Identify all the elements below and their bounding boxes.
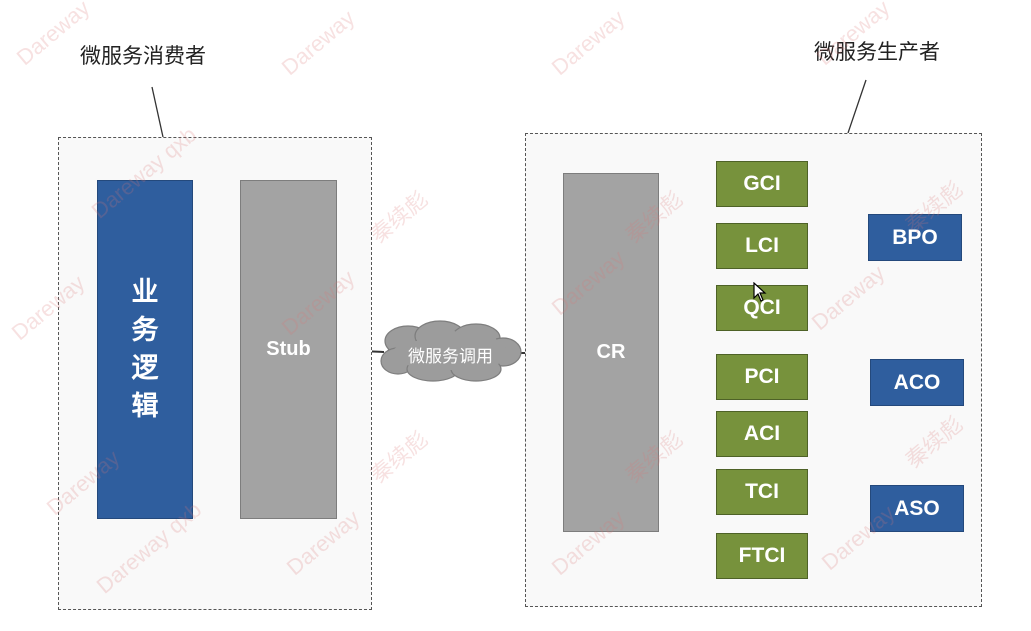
stub-label: Stub xyxy=(266,338,311,360)
object-bpo: BPO xyxy=(868,214,962,261)
service-tci-label: TCI xyxy=(745,480,779,503)
service-lci-label: LCI xyxy=(745,234,779,257)
service-aci: ACI xyxy=(716,411,808,457)
service-gci-label: GCI xyxy=(743,172,781,195)
service-lci: LCI xyxy=(716,223,808,269)
object-aco: ACO xyxy=(870,359,964,406)
consumer-callout-line xyxy=(151,86,164,138)
service-pci: PCI xyxy=(716,354,808,400)
object-bpo-label: BPO xyxy=(892,225,938,249)
service-aci-label: ACI xyxy=(743,422,781,445)
service-tci: TCI xyxy=(716,469,808,515)
business-logic-block: 业务逻辑 xyxy=(97,180,193,519)
producer-title: 微服务生产者 xyxy=(814,40,940,64)
consumer-title: 微服务消费者 xyxy=(80,44,206,68)
object-aco-label: ACO xyxy=(893,370,941,394)
object-aso-label: ASO xyxy=(894,496,940,520)
object-aso: ASO xyxy=(870,485,964,532)
cr-label: CR xyxy=(596,341,626,363)
microservice-call-label: 微服务调用 xyxy=(408,346,493,367)
service-ftci: FTCI xyxy=(716,533,808,579)
service-qci-label: QCI xyxy=(743,296,781,319)
producer-callout-line xyxy=(847,79,867,134)
service-ftci-label: FTCI xyxy=(738,544,786,567)
service-gci: GCI xyxy=(716,161,808,207)
service-pci-label: PCI xyxy=(744,365,780,388)
cr-block: CR xyxy=(563,173,659,532)
mouse-cursor-icon xyxy=(753,282,767,302)
stub-block: Stub xyxy=(240,180,337,519)
business-logic-label: 业务逻辑 xyxy=(131,276,159,422)
